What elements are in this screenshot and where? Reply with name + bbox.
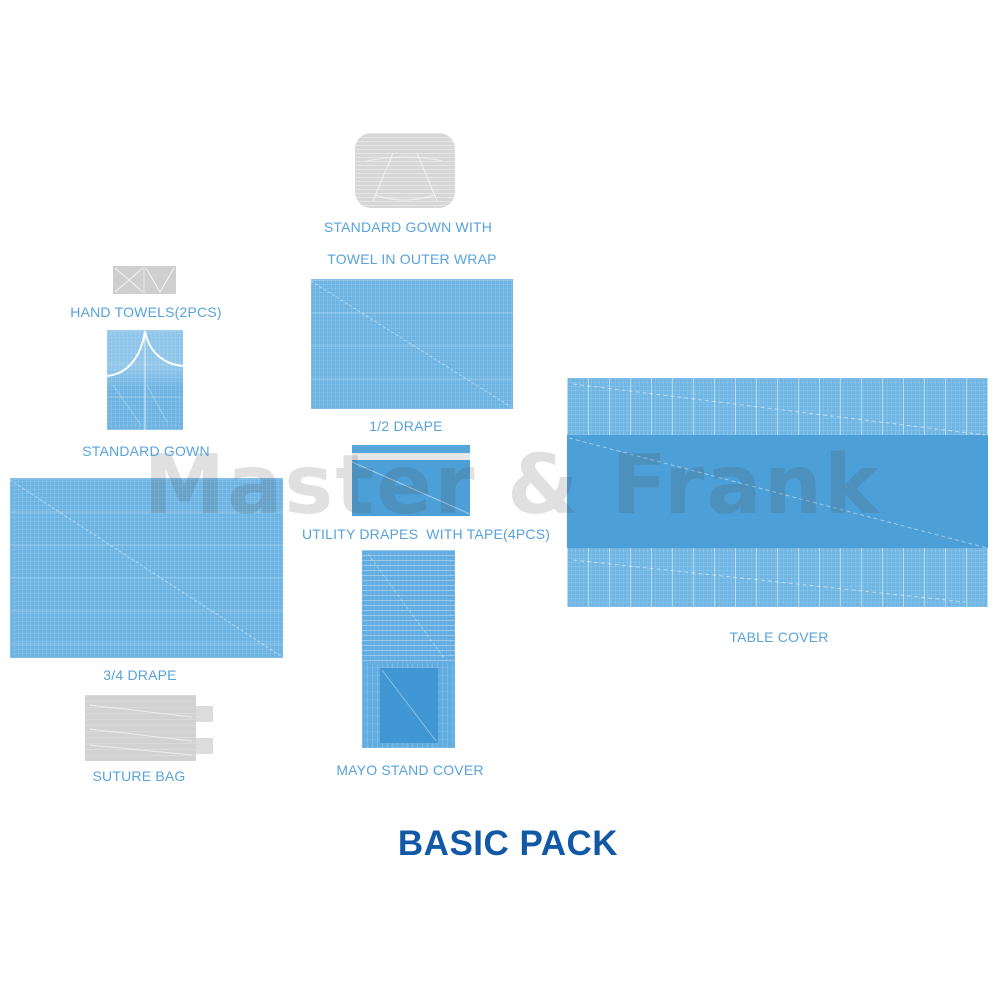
table-cover-fold-lines-icon xyxy=(568,383,988,603)
suture-bag-tab-top xyxy=(196,706,213,722)
standard-gown-graphic xyxy=(107,330,183,430)
three-quarter-drape-label: 3/4 DRAPE xyxy=(103,667,177,683)
mayo-stand-cover-label: MAYO STAND COVER xyxy=(336,762,484,778)
gown-fold-lines-icon xyxy=(107,330,183,430)
half-drape-label: 1/2 DRAPE xyxy=(369,418,443,434)
three-quarter-fold-line-icon xyxy=(10,479,282,657)
three-quarter-drape-graphic xyxy=(10,478,283,658)
utility-drape-body xyxy=(352,460,470,516)
half-drape-graphic xyxy=(311,279,513,409)
suture-bag-label: SUTURE BAG xyxy=(92,768,186,784)
table-cover-reinforced-band xyxy=(567,435,988,548)
mayo-stand-cover-graphic xyxy=(362,550,455,748)
utility-drapes-graphic xyxy=(352,445,470,516)
suture-fold-lines-icon xyxy=(88,704,193,756)
utility-fold-line-icon xyxy=(352,461,470,515)
utility-drapes-label: UTILITY DRAPES WITH TAPE(4PCS) xyxy=(302,526,551,542)
wrapped-gown-label-line1: STANDARD GOWN WITH xyxy=(323,219,493,235)
suture-bag-body xyxy=(85,695,196,761)
wrapped-gown-label: STANDARD GOWN WITH TOWEL IN OUTER WRAP xyxy=(308,219,508,267)
suture-bag-graphic xyxy=(85,695,213,761)
mayo-reinforced-panel xyxy=(380,668,438,743)
suture-bag-tab-bottom xyxy=(196,738,213,754)
standard-gown-label: STANDARD GOWN xyxy=(82,443,210,459)
pack-title: BASIC PACK xyxy=(397,824,619,863)
wrapped-gown-graphic xyxy=(355,133,455,208)
towel-fold-lines-icon xyxy=(114,266,175,294)
utility-drape-tape xyxy=(352,453,470,460)
table-cover-label: TABLE COVER xyxy=(729,629,829,645)
wrap-fold-lines-icon xyxy=(366,152,444,202)
utility-drape-top-strip xyxy=(352,445,470,453)
table-cover-top-band xyxy=(567,378,988,435)
table-cover-bottom-band xyxy=(567,548,988,607)
hand-towels-graphic xyxy=(113,266,176,294)
mayo-fold-line-icon xyxy=(367,553,445,659)
mayo-panel-fold-line-icon xyxy=(381,669,437,742)
mayo-folded-section xyxy=(362,550,455,663)
table-cover-graphic xyxy=(567,378,988,607)
half-drape-fold-line-icon xyxy=(311,280,512,408)
hand-towels-label: HAND TOWELS(2PCS) xyxy=(70,304,222,320)
wrapped-gown-label-line2: TOWEL IN OUTER WRAP xyxy=(327,251,497,267)
